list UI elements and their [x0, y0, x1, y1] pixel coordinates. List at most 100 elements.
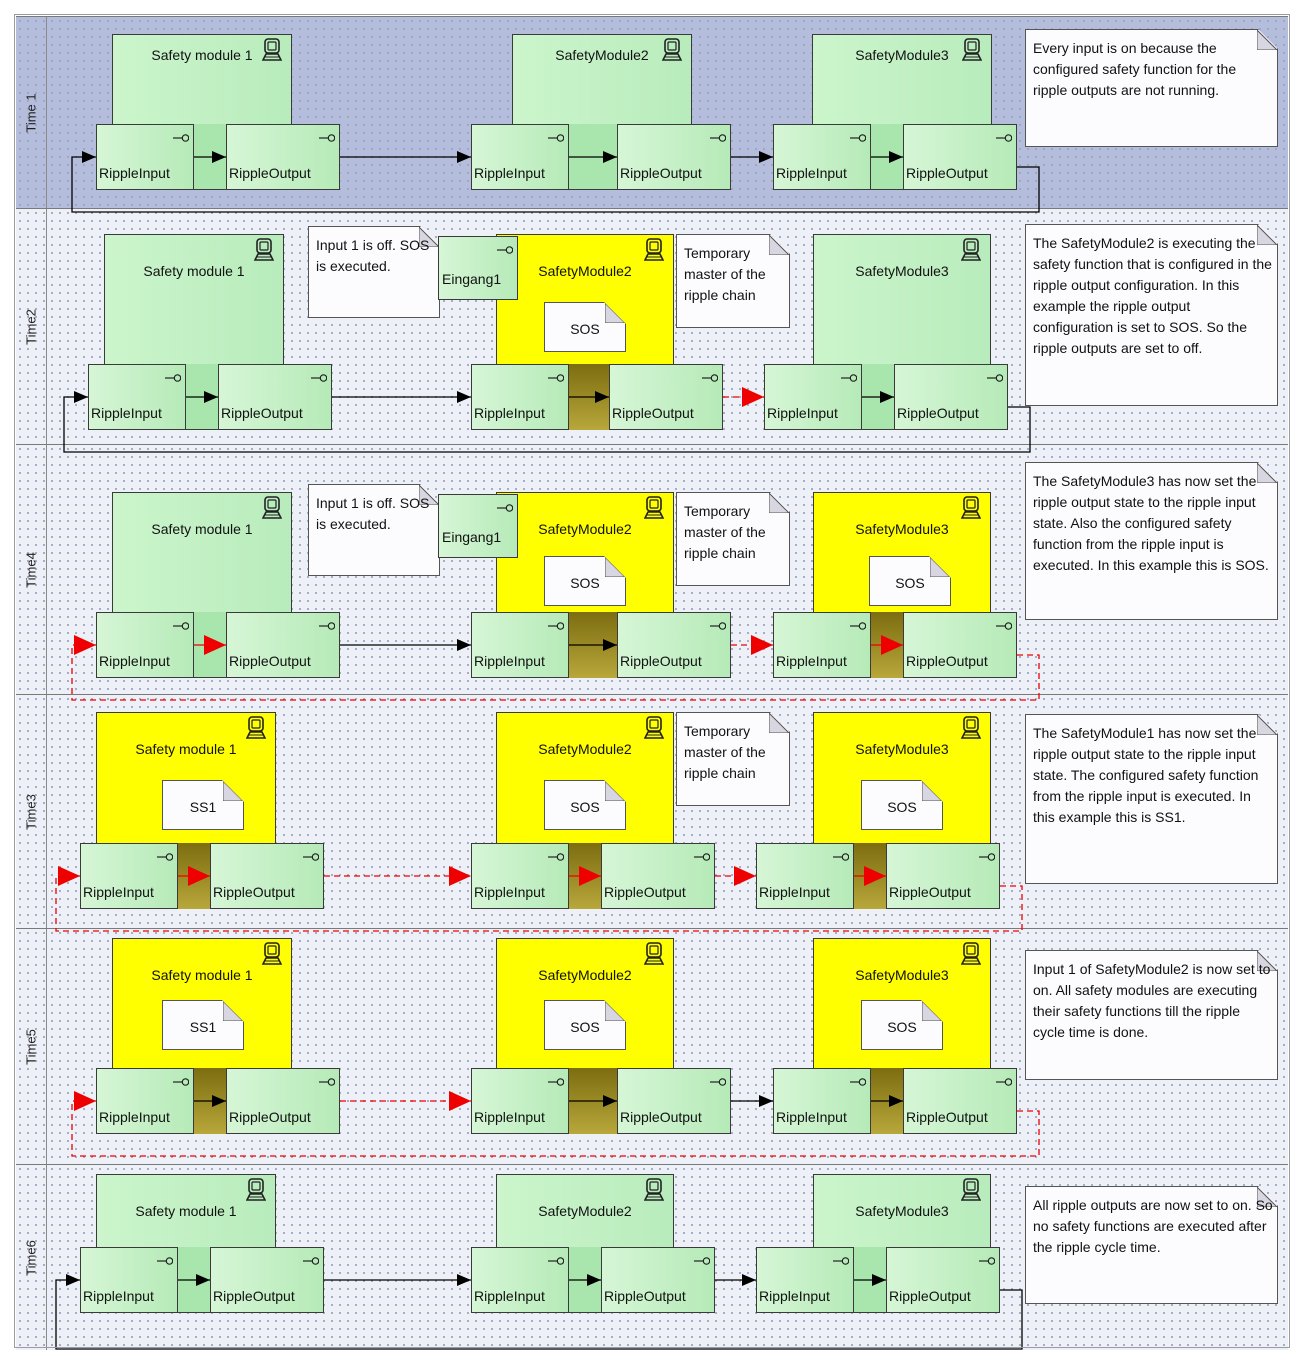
- input-note: Input 1 is off. SOS is executed.: [308, 226, 440, 318]
- computer-icon: [961, 496, 981, 519]
- ripple-input-port[interactable]: RippleInput: [471, 364, 569, 430]
- ripple-arrow: [204, 635, 226, 655]
- computer-icon: [262, 496, 282, 519]
- port-label: RippleOutput: [604, 1288, 686, 1304]
- ripple-input-port[interactable]: RippleInput: [80, 1247, 178, 1313]
- module-title: SafetyModule3: [855, 521, 949, 537]
- ripple-output-port[interactable]: RippleOutput: [617, 1068, 731, 1134]
- module-title: SafetyModule2: [538, 967, 632, 983]
- ripple-input-port[interactable]: RippleInput: [80, 843, 178, 909]
- ripple-output-port[interactable]: RippleOutput: [617, 612, 731, 678]
- ripple-output-port[interactable]: RippleOutput: [894, 364, 1008, 430]
- note-fold-icon: [922, 781, 942, 801]
- ripple-output-port[interactable]: RippleOutput: [218, 364, 332, 430]
- module-title: Safety module 1: [135, 741, 237, 757]
- ripple-arrow: [212, 151, 226, 163]
- ripple-input-port[interactable]: RippleInput: [96, 1068, 194, 1134]
- ripple-arrow: [881, 635, 903, 655]
- ripple-loop-link: [71, 644, 1040, 701]
- computer-icon: [644, 238, 664, 261]
- ripple-arrow: [759, 1095, 773, 1107]
- ripple-output-port[interactable]: RippleOutput: [226, 1068, 340, 1134]
- ripple-arrow: [864, 866, 886, 886]
- module-title: Safety module 1: [135, 1203, 237, 1219]
- note-fold-icon: [1257, 225, 1277, 245]
- ripple-input-port[interactable]: RippleInput: [773, 612, 871, 678]
- description-text: The SafetyModule1 has now set the ripple…: [1033, 725, 1259, 825]
- ripple-input-port[interactable]: RippleInput: [773, 124, 871, 190]
- port-interface-icon: [694, 853, 710, 861]
- master-note: Temporary master of the ripple chain: [676, 712, 790, 806]
- ripple-arrow: [196, 1274, 210, 1286]
- ripple-input-port[interactable]: RippleInput: [756, 843, 854, 909]
- ripple-output-port[interactable]: RippleOutput: [226, 124, 340, 190]
- computer-icon: [961, 942, 981, 965]
- port-interface-icon: [548, 1257, 564, 1265]
- ripple-arrow: [889, 1095, 903, 1107]
- description-note: Every input is on because the configured…: [1025, 29, 1278, 147]
- ripple-output-port[interactable]: RippleOutput: [210, 843, 324, 909]
- ripple-output-port[interactable]: RippleOutput: [601, 1247, 715, 1313]
- ripple-input-port[interactable]: RippleInput: [764, 364, 862, 430]
- port-interface-icon: [165, 374, 181, 382]
- port-label: RippleOutput: [906, 1109, 988, 1125]
- ripple-input-port[interactable]: RippleInput: [471, 612, 569, 678]
- port-label: RippleOutput: [897, 405, 979, 421]
- input-note-text: Input 1 is off. SOS is executed.: [316, 237, 430, 274]
- ripple-arrow: [212, 1095, 226, 1107]
- ripple-loop-arrow: [82, 151, 96, 163]
- ripple-input-port[interactable]: RippleInput: [471, 843, 569, 909]
- ripple-output-port[interactable]: RippleOutput: [609, 364, 723, 430]
- ripple-output-port[interactable]: RippleOutput: [617, 124, 731, 190]
- ripple-loop-link: [55, 1279, 1023, 1350]
- port-interface-icon: [833, 853, 849, 861]
- description-text: The SafetyModule3 has now set the ripple…: [1033, 473, 1269, 573]
- ripple-output-port[interactable]: RippleOutput: [886, 843, 1000, 909]
- computer-icon: [962, 38, 982, 61]
- port-label: RippleInput: [776, 165, 847, 181]
- note-fold-icon: [922, 1001, 942, 1021]
- port-interface-icon: [987, 374, 1003, 382]
- ripple-output-port[interactable]: RippleOutput: [903, 1068, 1017, 1134]
- ripple-arrow: [603, 639, 617, 651]
- port-label: RippleInput: [474, 884, 545, 900]
- port-interface-icon: [157, 853, 173, 861]
- input-note: Input 1 is off. SOS is executed.: [308, 484, 440, 576]
- note-fold-icon: [223, 781, 243, 801]
- ripple-output-port[interactable]: RippleOutput: [903, 124, 1017, 190]
- ripple-input-port[interactable]: RippleInput: [96, 124, 194, 190]
- ripple-input-port[interactable]: RippleInput: [471, 1247, 569, 1313]
- ripple-loop-arrow: [74, 391, 88, 403]
- safety-function-label: SOS: [570, 799, 600, 815]
- ripple-input-port[interactable]: RippleInput: [756, 1247, 854, 1313]
- port-interface-icon: [157, 1257, 173, 1265]
- note-fold-icon: [605, 781, 625, 801]
- ripple-input-port[interactable]: RippleInput: [773, 1068, 871, 1134]
- port-interface-icon: [303, 1257, 319, 1265]
- ripple-output-port[interactable]: RippleOutput: [226, 612, 340, 678]
- ripple-output-port[interactable]: RippleOutput: [210, 1247, 324, 1313]
- port-interface-icon: [996, 1078, 1012, 1086]
- ripple-input-port[interactable]: RippleInput: [471, 1068, 569, 1134]
- ripple-input-port[interactable]: RippleInput: [96, 612, 194, 678]
- ripple-output-port[interactable]: RippleOutput: [903, 612, 1017, 678]
- port-label: RippleInput: [474, 405, 545, 421]
- note-fold-icon: [769, 235, 789, 255]
- lane-header: Time6: [16, 1165, 47, 1350]
- port-label: RippleInput: [776, 653, 847, 669]
- ripple-output-port[interactable]: RippleOutput: [886, 1247, 1000, 1313]
- module-title: SafetyModule2: [555, 47, 649, 63]
- port-interface-icon: [548, 374, 564, 382]
- ripple-output-port[interactable]: RippleOutput: [601, 843, 715, 909]
- note-fold-icon: [1257, 951, 1277, 971]
- ripple-input-port[interactable]: RippleInput: [88, 364, 186, 430]
- eingang-port[interactable]: Eingang1: [438, 494, 518, 558]
- lane-header: Time5: [16, 929, 47, 1164]
- port-interface-icon: [710, 1078, 726, 1086]
- module-title: SafetyModule3: [855, 263, 949, 279]
- ripple-input-port[interactable]: RippleInput: [471, 124, 569, 190]
- eingang-port[interactable]: Eingang1: [438, 236, 518, 300]
- description-note: The SafetyModule1 has now set the ripple…: [1025, 714, 1278, 884]
- module-title: SafetyModule3: [855, 741, 949, 757]
